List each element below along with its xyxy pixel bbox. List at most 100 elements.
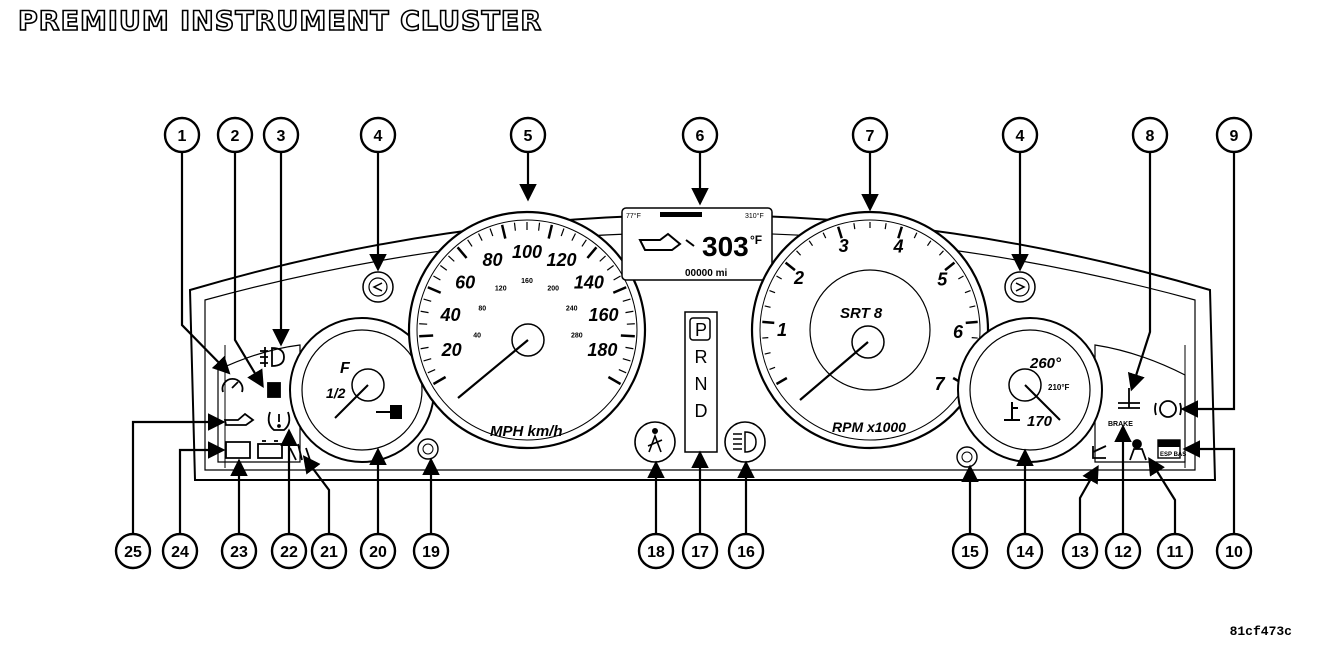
callout-leader — [302, 455, 331, 534]
speedometer-tick — [625, 310, 634, 314]
rpm-label: 7 — [935, 374, 946, 394]
coolant-temp-icon — [1004, 402, 1020, 421]
callout-number: 3 — [277, 128, 286, 145]
fuel-gauge: F 1/2 — [289, 317, 435, 463]
mph-label: 160 — [588, 305, 618, 325]
kmh-label: 280 — [571, 332, 583, 339]
callout-number: 9 — [1230, 128, 1239, 145]
evic-temperature: 303 — [702, 231, 749, 262]
fuel-low-icon — [267, 382, 281, 398]
temp-label-high: 260° — [1029, 355, 1062, 372]
callout-bubble: 15 — [951, 532, 989, 570]
check-engine-icon — [225, 441, 251, 459]
callout-bubble: 4 — [359, 116, 397, 154]
fuel-half-label: 1/2 — [326, 385, 346, 401]
high-beam-icon — [724, 421, 766, 463]
callout-bubble: 6 — [681, 116, 719, 154]
tachometer-tick — [913, 232, 918, 239]
evic-unit: °F — [750, 233, 762, 247]
speedometer-unit-label: MPH km/h — [490, 423, 563, 440]
callout-number: 14 — [1016, 544, 1034, 561]
speedometer-tick — [571, 233, 577, 241]
mph-label: 100 — [512, 242, 542, 262]
evic-scale-low: 77°F — [626, 212, 641, 220]
rpm-label: 1 — [777, 320, 787, 340]
callout-leader — [1078, 464, 1099, 534]
kmh-label: 80 — [478, 306, 486, 313]
callout-number: 8 — [1146, 128, 1155, 145]
speedometer-tick — [607, 375, 622, 386]
srt8-badge: SRT 8 — [840, 305, 883, 322]
callout-bubble: 3 — [262, 116, 300, 154]
callout-number: 4 — [374, 128, 383, 145]
gear-letter: R — [695, 347, 708, 367]
tachometer-tick — [769, 366, 776, 371]
speedometer-tick — [560, 228, 565, 237]
evic-display: 77°F 310°F 303 °F 00000 mi — [621, 207, 773, 281]
callout-bubble: 19 — [412, 532, 450, 570]
callout-bubble: 25 — [114, 532, 152, 570]
callout-number: 4 — [1016, 128, 1025, 145]
tachometer-tick — [769, 289, 776, 294]
gear-letter: N — [695, 374, 708, 394]
tachometer-tick — [926, 240, 932, 247]
tachometer-tick — [808, 240, 814, 247]
temp-label-low: 170 — [1027, 413, 1053, 430]
callout-number: 2 — [231, 128, 240, 145]
rpm-label: 2 — [793, 268, 804, 288]
speedometer-tick — [420, 310, 429, 314]
callout-number: 25 — [124, 544, 142, 561]
gear-letter: P — [695, 320, 707, 340]
callout-bubble: 12 — [1104, 532, 1142, 570]
callout-bubble: 14 — [1006, 532, 1044, 570]
door-ajar-icon — [1092, 445, 1107, 459]
mph-label: 180 — [587, 340, 617, 360]
callout-leader — [131, 413, 226, 534]
airbag-warning-icon — [1129, 439, 1147, 461]
speedometer-tick — [547, 224, 554, 239]
fuel-pump-icon — [376, 405, 402, 419]
fog-light-icon — [260, 347, 285, 367]
callout-bubble: 23 — [220, 532, 258, 570]
figure-code: 81cf473c — [1229, 624, 1292, 639]
speedometer-tick — [618, 369, 627, 374]
kmh-label: 120 — [495, 285, 507, 292]
callout-bubble: 18 — [637, 532, 675, 570]
mph-label: 80 — [482, 250, 502, 270]
callout-bubble: 13 — [1061, 532, 1099, 570]
speedometer-tick — [586, 246, 598, 259]
speedometer-tick — [432, 375, 447, 386]
callout-number: 6 — [696, 128, 705, 145]
callout-number: 1 — [178, 128, 187, 145]
speedometer-tick — [620, 334, 635, 338]
callout-number: 24 — [171, 544, 189, 561]
speedometer-tick — [538, 222, 541, 231]
speedometer-tick — [622, 358, 631, 362]
callout-leader — [178, 441, 226, 534]
evic-scale-high: 310°F — [745, 212, 764, 220]
speedometer-tick — [419, 334, 434, 338]
callout-bubble: 9 — [1215, 116, 1253, 154]
callout-bubble: 4 — [1001, 116, 1039, 154]
speedometer-tick — [606, 265, 614, 271]
mph-label: 60 — [455, 273, 475, 293]
callout-number: 23 — [230, 544, 248, 561]
tachometer-tick — [784, 261, 796, 272]
tachometer-tick — [796, 250, 802, 256]
tachometer-tick — [964, 289, 971, 294]
speedometer-ticks — [419, 222, 635, 386]
speedometer-tick — [448, 255, 455, 262]
speedometer-tick — [433, 275, 441, 281]
esp-bas-indicator: ESP BAS — [1157, 439, 1186, 459]
callout-number: 18 — [647, 544, 665, 561]
brake-label: BRAKE — [1108, 421, 1133, 428]
speedometer-tick — [423, 358, 432, 362]
speedometer-tick — [467, 239, 473, 247]
callout-bubble: 10 — [1215, 532, 1253, 570]
